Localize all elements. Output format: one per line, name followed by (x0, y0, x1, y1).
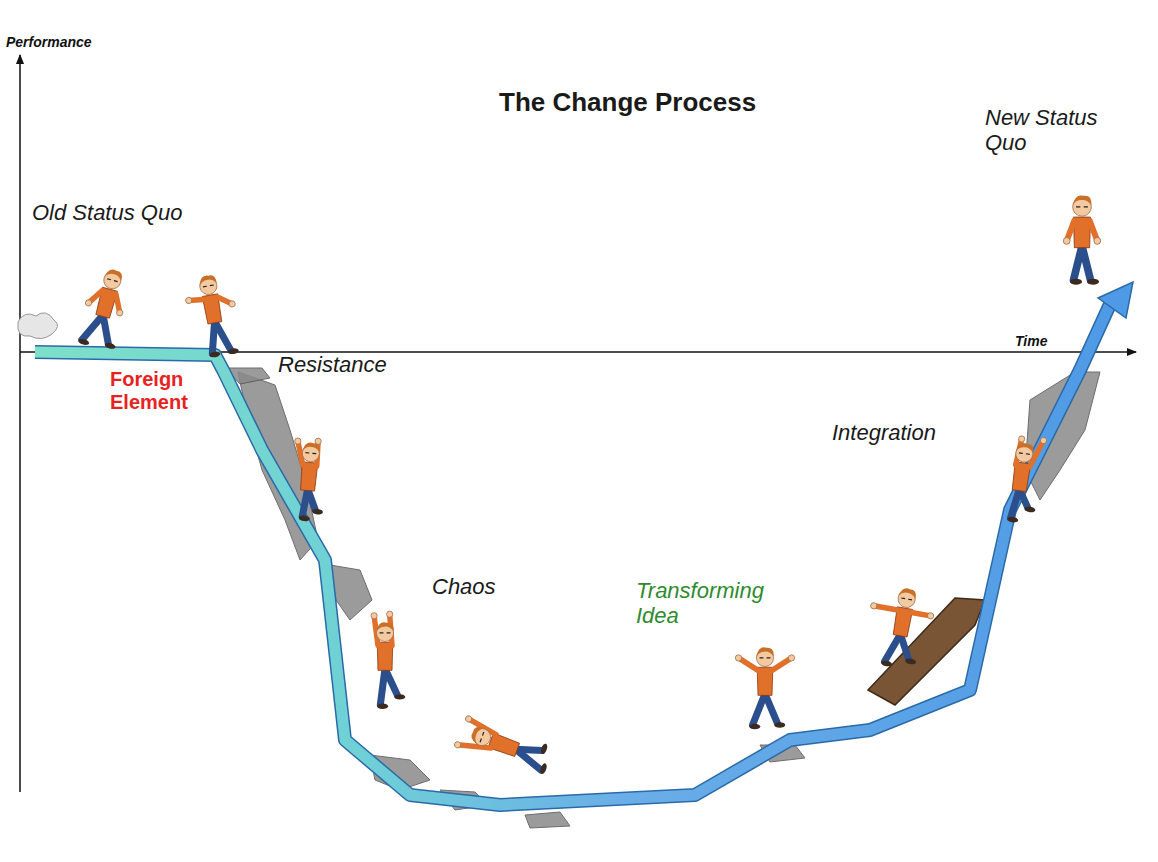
hair (898, 587, 917, 599)
hand (371, 613, 377, 619)
curve-outline (35, 300, 1112, 805)
axis-label: Performance (6, 34, 126, 50)
shoe (540, 743, 549, 755)
shoe (312, 508, 323, 514)
shirt (488, 733, 520, 757)
hair (469, 725, 483, 744)
leg (306, 489, 317, 510)
hair (1016, 442, 1034, 453)
hand (116, 309, 124, 317)
hand (927, 612, 934, 619)
stage-label: Integration (832, 420, 982, 445)
axis-label: Time (1015, 333, 1075, 349)
stage-label: Old Status Quo (32, 200, 252, 225)
diagram-title: The Change Process (499, 88, 756, 118)
shoe (377, 704, 388, 709)
glasses (480, 732, 484, 742)
stage-label: Chaos (432, 574, 532, 599)
glasses (203, 285, 214, 287)
cartoon-person (1063, 195, 1100, 284)
arm (874, 606, 898, 610)
hand (1040, 437, 1047, 444)
cartoon-person (371, 611, 405, 709)
stage-label: New Status Quo (985, 105, 1145, 156)
leg (753, 694, 765, 725)
shoe (104, 342, 116, 350)
cartoon-person (182, 271, 244, 360)
shoe (774, 722, 785, 727)
leg (896, 634, 912, 659)
leg (215, 319, 231, 352)
hand (1094, 238, 1101, 245)
hand (1018, 435, 1025, 442)
cartoon-person (735, 647, 794, 729)
hand (735, 655, 741, 661)
hand (454, 741, 462, 749)
leg (765, 694, 777, 724)
hair (198, 274, 217, 286)
shoe (209, 351, 221, 358)
stage-label: Resistance (278, 352, 448, 377)
cartoon-figures (75, 195, 1101, 779)
glasses (1019, 453, 1030, 455)
leg (385, 669, 397, 696)
hand (1063, 238, 1070, 245)
curve-arrowhead (1098, 282, 1133, 318)
shoe (1087, 279, 1099, 285)
cartoon-person (75, 265, 135, 353)
cartoon-person (1006, 434, 1047, 526)
cartoon-person (861, 583, 938, 673)
glasses (380, 632, 391, 633)
hand (85, 299, 93, 307)
cartoon-person (454, 714, 555, 779)
glasses (1076, 206, 1088, 207)
dust-cloud (18, 313, 58, 339)
rock-wall (225, 368, 1100, 828)
glasses (107, 279, 118, 282)
shoe (227, 348, 239, 355)
shoe (1007, 516, 1019, 523)
shoe (749, 724, 760, 729)
hand (185, 297, 192, 304)
trigger-label: Foreign Element (110, 368, 210, 414)
shoe (1024, 506, 1036, 513)
rock (525, 812, 570, 828)
shoe (299, 515, 310, 521)
hand (387, 611, 393, 617)
hand (465, 715, 473, 723)
glasses (760, 657, 771, 658)
shoe (881, 660, 893, 667)
glasses (901, 598, 912, 600)
hair (302, 442, 320, 452)
hand (870, 602, 877, 609)
glasses (305, 452, 316, 454)
shoe (905, 658, 917, 665)
trigger-label: Transforming Idea (636, 578, 786, 629)
shoe (394, 694, 405, 699)
hand (229, 300, 236, 307)
hair (104, 268, 123, 281)
y-axis (19, 55, 21, 792)
hair (1073, 195, 1092, 205)
leg (96, 315, 115, 344)
shoe (1070, 279, 1082, 285)
hair (756, 647, 773, 656)
shoe (539, 763, 548, 775)
change-curve (35, 282, 1133, 805)
leg (516, 742, 542, 758)
curve-line (35, 300, 1112, 805)
hair (376, 622, 393, 631)
hand (294, 438, 301, 445)
cartoon-person (288, 436, 329, 523)
leg (1082, 246, 1091, 280)
hand (788, 655, 794, 661)
leg (1017, 489, 1030, 508)
shoe (78, 338, 90, 346)
